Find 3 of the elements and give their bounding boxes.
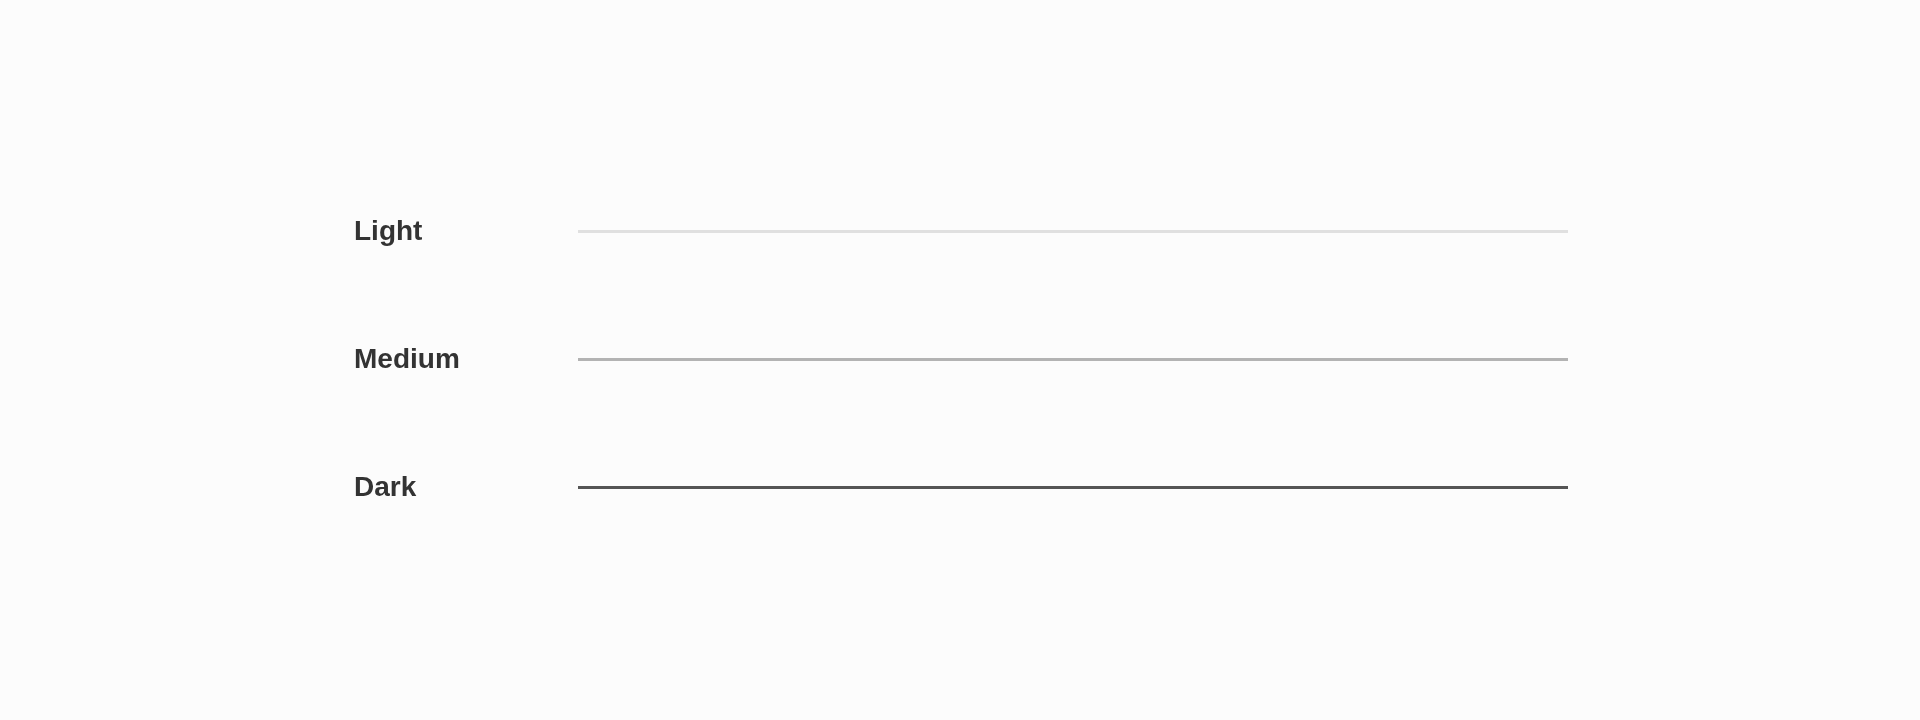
legend-label: Dark xyxy=(354,471,417,502)
legend-label: Medium xyxy=(354,343,460,374)
legend-label: Light xyxy=(354,215,423,246)
